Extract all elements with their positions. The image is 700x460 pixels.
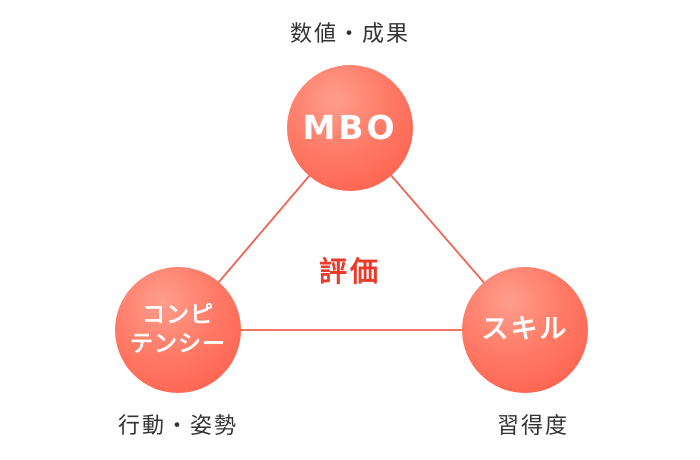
- node-competency: コンピ テンシー: [115, 267, 241, 393]
- node-competency-label-line2: テンシー: [130, 331, 226, 357]
- caption-competency: 行動・姿勢: [117, 414, 239, 439]
- caption-skill: 習得度: [496, 414, 570, 439]
- center-label: 評価: [318, 255, 382, 288]
- caption-mbo: 数値・成果: [289, 22, 411, 47]
- node-competency-label-line1: コンピ: [142, 302, 214, 329]
- node-skill: スキル: [462, 267, 588, 393]
- node-mbo: MBO: [287, 65, 413, 191]
- node-skill-label: スキル: [481, 314, 569, 346]
- node-mbo-label: MBO: [302, 108, 398, 148]
- node-competency-label: コンピ テンシー: [130, 301, 226, 359]
